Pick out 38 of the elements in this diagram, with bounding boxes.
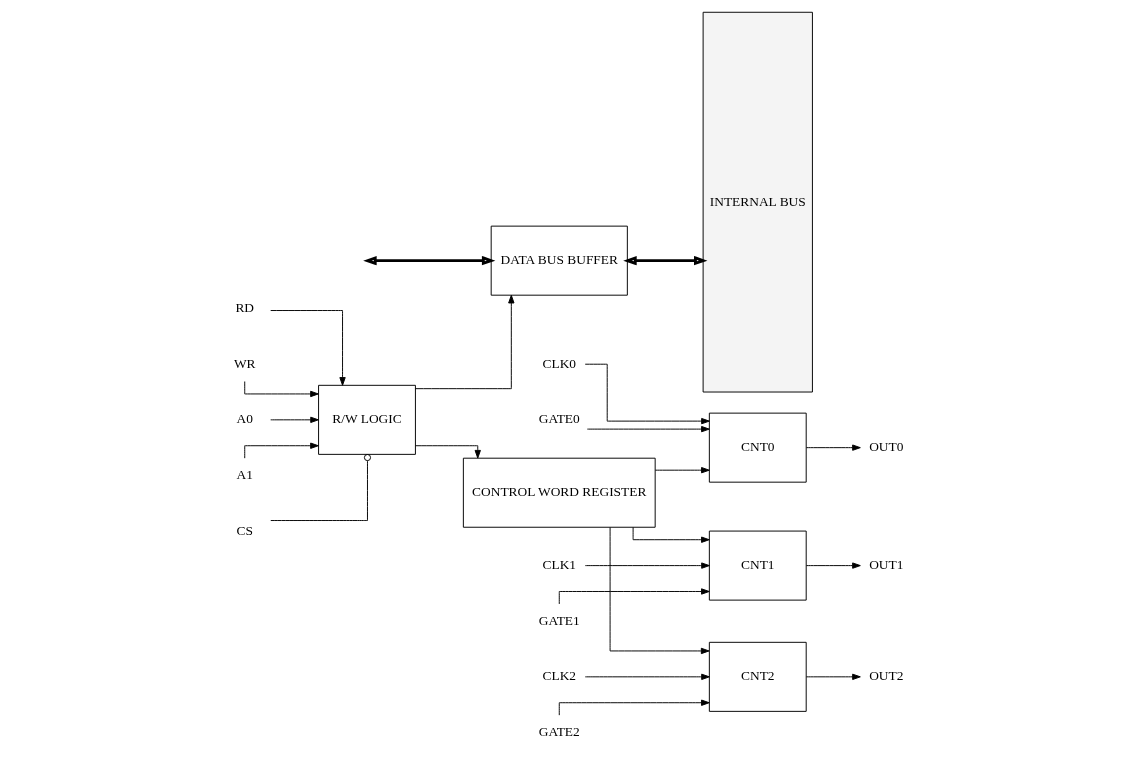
node-text: CLK1 — [542, 557, 576, 573]
arrow — [362, 255, 495, 266]
node-text: A1 — [236, 467, 253, 483]
connector — [269, 454, 371, 521]
arrow — [622, 255, 707, 266]
node-box: R/W LOGIC — [317, 384, 416, 455]
arrow — [805, 673, 861, 680]
arrow — [269, 310, 346, 386]
arrow — [584, 673, 710, 680]
node-text: A0 — [236, 411, 253, 427]
node-box: DATA BUS BUFFER — [490, 225, 628, 296]
node-box: CNT1 — [708, 530, 807, 601]
arrow — [269, 416, 319, 423]
node-text: CS — [236, 522, 253, 538]
arrow — [609, 526, 709, 655]
node-text: CLK0 — [542, 355, 576, 371]
node-text: RD — [234, 300, 254, 316]
node-box: INTERNAL BUS — [702, 11, 813, 393]
arrow — [632, 526, 710, 543]
arrow — [414, 445, 481, 459]
node-text: CLK2 — [542, 668, 576, 684]
arrow — [584, 363, 710, 425]
node-text: OUT1 — [868, 557, 903, 573]
node-box: CNT0 — [708, 412, 807, 483]
arrow — [805, 562, 861, 569]
node-text: OUT2 — [868, 668, 903, 684]
node-box: CONTROL WORD REGISTER — [462, 457, 656, 528]
node-box: CNT2 — [708, 641, 807, 712]
arrow — [586, 425, 710, 433]
arrow — [584, 562, 710, 569]
node-text: GATE1 — [538, 612, 580, 628]
node-text: WR — [233, 355, 256, 371]
arrow — [414, 294, 514, 390]
node-text: OUT0 — [868, 439, 903, 455]
arrow — [654, 467, 710, 474]
node-text: GATE2 — [538, 724, 580, 740]
node-text: GATE0 — [538, 411, 580, 427]
arrow — [805, 444, 861, 451]
